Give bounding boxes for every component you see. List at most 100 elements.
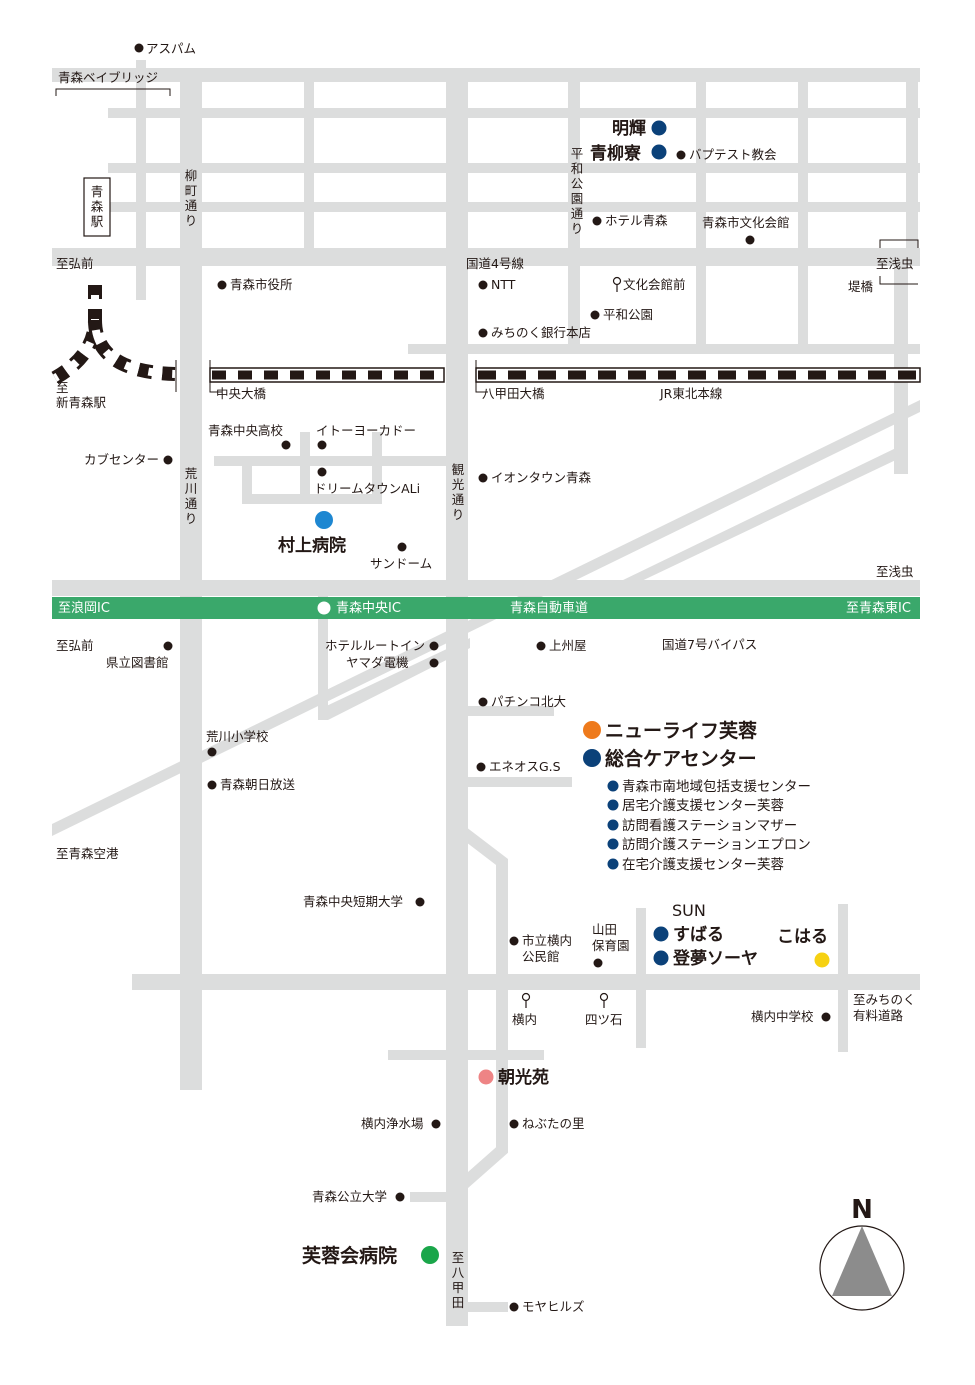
road-arakawa: [180, 596, 202, 1090]
care-marker[interactable]: [607, 858, 619, 870]
koharu-label: こはる: [777, 927, 828, 947]
road-upper-2: [108, 163, 920, 173]
road-hotel-north: [318, 596, 328, 720]
aomori-station-label: 青森駅: [91, 184, 104, 229]
road-kanko-north: [446, 82, 468, 582]
label-arakawa-school: 荒川小学校: [206, 729, 269, 744]
landmark-dot: [317, 440, 327, 450]
care-marker[interactable]: [607, 838, 619, 850]
landmark-dot: [509, 1119, 519, 1129]
vertical-char: 光: [452, 477, 465, 492]
care-marker[interactable]: [607, 819, 619, 831]
landmark-dot: [509, 1302, 519, 1312]
bypass-label: 国道7号バイパス: [662, 637, 757, 652]
dir-shin-aomori: 至新青森駅: [56, 380, 107, 410]
label-shiyakusho: 青森市役所: [230, 277, 293, 292]
label-asupamu: アスパム: [146, 41, 196, 56]
dir-airport: 至青森空港: [56, 846, 119, 861]
road-ns-koharu: [838, 904, 848, 1052]
road-ns-8: [906, 82, 918, 250]
yanagimachi-label: 柳町通り: [185, 168, 198, 228]
meiki-marker[interactable]: [651, 120, 667, 136]
vertical-char: 通: [452, 492, 465, 507]
sogo-care-label: 総合ケアセンター: [605, 747, 757, 770]
vertical-char: 通: [185, 496, 198, 511]
dir-aomori-higashi-ic: 至青森東IC: [846, 600, 911, 616]
road-chuo-2: [242, 494, 382, 504]
fuyoukai-label: 芙蓉会病院: [302, 1244, 397, 1267]
kanko-label: 観光通り: [452, 462, 465, 522]
tomu-soya-label: 登夢ソーヤ: [672, 948, 758, 969]
label-ntt: NTT: [491, 277, 516, 292]
landmark-dot: [478, 328, 488, 338]
landmark-dot: [676, 150, 686, 160]
landmark-dot: [593, 958, 603, 968]
label-chuo-koko: 青森中央高校: [208, 423, 284, 438]
fuyoukai-marker[interactable]: [421, 1246, 439, 1264]
landmark-dot: [163, 641, 173, 651]
jr-curves: [51, 285, 176, 385]
dir-asamushi-mid: 至浅虫: [876, 564, 914, 579]
road-to-asamushi: [590, 446, 900, 596]
meiki-label: 明輝: [612, 119, 646, 139]
label-nebuta: ねぶたの里: [522, 1116, 585, 1131]
vertical-char: 田: [452, 1295, 465, 1310]
road-moya: [468, 1302, 508, 1312]
sogo-care-marker[interactable]: [583, 749, 601, 767]
arakawa-label: 荒川通り: [185, 466, 198, 526]
landmark-dot: [429, 641, 439, 651]
vertical-char: 至: [452, 1250, 465, 1265]
subaru-marker[interactable]: [653, 926, 669, 942]
seiryuryo-marker[interactable]: [651, 144, 667, 160]
road-top: [52, 68, 920, 82]
facility-layer: 明輝 青柳寮 村上病院 ニューライフ芙蓉 総合ケアセンター 青森市南地域包括支援…: [278, 119, 830, 1267]
landmark-dot: [431, 1119, 441, 1129]
dir-hirosaki-bottom: 至弘前: [56, 638, 94, 653]
road-yanagimachi: [180, 82, 202, 582]
landmark-dot: [397, 542, 407, 552]
label-yotsuishi-stop: 四ツ石: [585, 1012, 623, 1027]
compass-arrow-icon: [832, 1226, 892, 1296]
vertical-char: り: [185, 213, 198, 228]
dir-hirosaki-top: 至弘前: [56, 256, 94, 271]
road-heiwa-koen: [568, 82, 580, 352]
landmark-dot: [476, 762, 486, 772]
landmark-dot: [317, 467, 327, 477]
bus-stop-icon: [612, 276, 622, 292]
care-marker[interactable]: [607, 799, 619, 811]
vertical-char: 通: [185, 198, 198, 213]
label-dream-town: ドリームタウンALi: [314, 481, 420, 496]
bridge-marks: [55, 88, 919, 393]
vertical-char: 川: [185, 481, 198, 496]
vertical-char: 平: [571, 146, 584, 161]
care-marker[interactable]: [607, 780, 619, 792]
koharu-marker[interactable]: [814, 952, 830, 968]
landmark-dot: [429, 658, 439, 668]
label-chuo-tandai: 青森中央短期大学: [303, 894, 403, 909]
tomu-soya-marker[interactable]: [653, 950, 669, 966]
label-bunka-kaikan: 青森市文化会館: [702, 215, 790, 230]
landmark-dot: [509, 936, 519, 946]
road-network: [52, 60, 920, 1326]
landmark-dot: [163, 455, 173, 465]
landmark-dot: [536, 641, 546, 651]
road-ns-3: [304, 82, 314, 252]
dir-michinoku: 至みちのく有料道路: [853, 992, 916, 1023]
landmark-dot: [478, 697, 488, 707]
jr-line-label: JR東北本線: [659, 386, 723, 401]
vertical-char: 町: [185, 183, 198, 198]
jr-tohoku-line: [209, 367, 921, 383]
hakkoda-ohashi-label: 八甲田大橋: [482, 386, 545, 401]
road-upper-1: [108, 108, 920, 118]
vertical-char: 八: [452, 1265, 465, 1280]
murakami-marker[interactable]: [315, 511, 333, 529]
label-kenritsu-library: 県立図書館: [106, 655, 169, 670]
vertical-char: 甲: [452, 1280, 465, 1295]
care-item-1: 居宅介護支援センター芙蓉: [622, 797, 784, 814]
newlife-marker[interactable]: [583, 721, 601, 739]
label-aeon-town: イオンタウン青森: [491, 470, 592, 485]
choukouen-marker[interactable]: [478, 1069, 494, 1085]
bay-bridge-label: 青森ベイブリッジ: [58, 70, 158, 85]
landmark-dot: [478, 280, 488, 290]
